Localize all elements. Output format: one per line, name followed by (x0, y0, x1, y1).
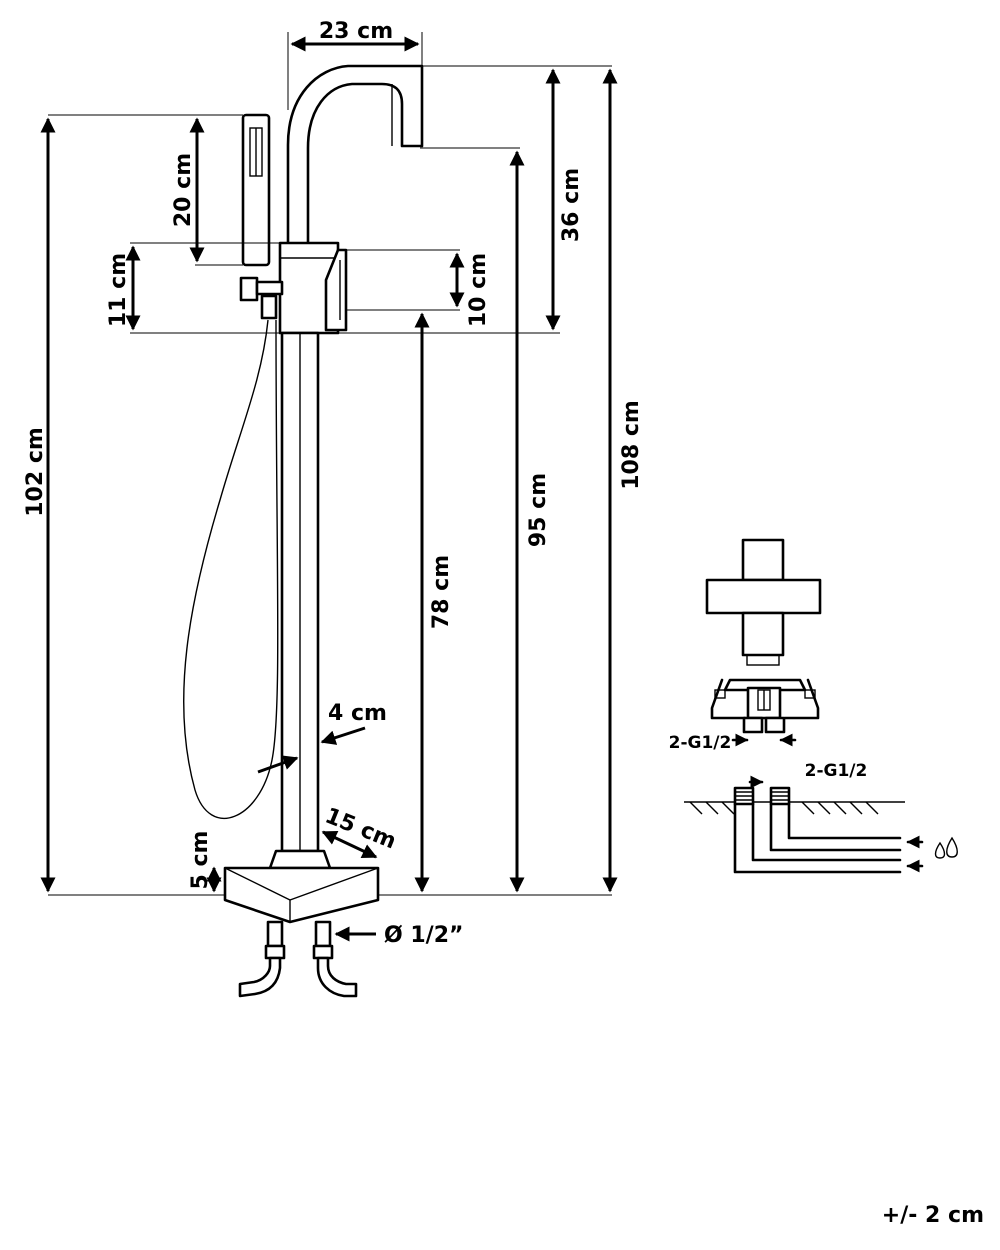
label-lever-height: 10 cm (466, 253, 491, 327)
label-thread-right: 2-G1/2 (805, 761, 868, 781)
connection-detail: 2-G1/2 2-G1/2 (669, 538, 958, 874)
dimension-arrows (40, 36, 618, 942)
label-outlet-height: 95 cm (526, 473, 551, 547)
label-pipe-width: 4 cm (328, 701, 387, 726)
label-spout-height: 36 cm (559, 168, 584, 242)
tolerance-note: +/- 2 cm (882, 1203, 984, 1228)
label-total-height: 108 cm (619, 400, 644, 490)
extension-lines (48, 32, 612, 896)
dimension-labels: 23 cm 36 cm 108 cm 95 cm 78 cm 10 cm 102… (23, 19, 644, 948)
label-holder-height: 102 cm (23, 427, 48, 517)
label-spout-reach: 23 cm (319, 19, 393, 44)
label-holder-offset: 11 cm (106, 253, 131, 327)
label-handle-height: 78 cm (429, 555, 454, 629)
label-inlet-diameter: Ø 1/2” (384, 923, 463, 948)
label-thread-left: 2-G1/2 (669, 733, 732, 753)
water-drops-icon (934, 836, 958, 859)
label-base-height: 5 cm (188, 831, 213, 890)
label-hand-shower-length: 20 cm (171, 153, 196, 227)
label-base-width: 15 cm (321, 803, 399, 854)
faucet-body (183, 64, 424, 998)
